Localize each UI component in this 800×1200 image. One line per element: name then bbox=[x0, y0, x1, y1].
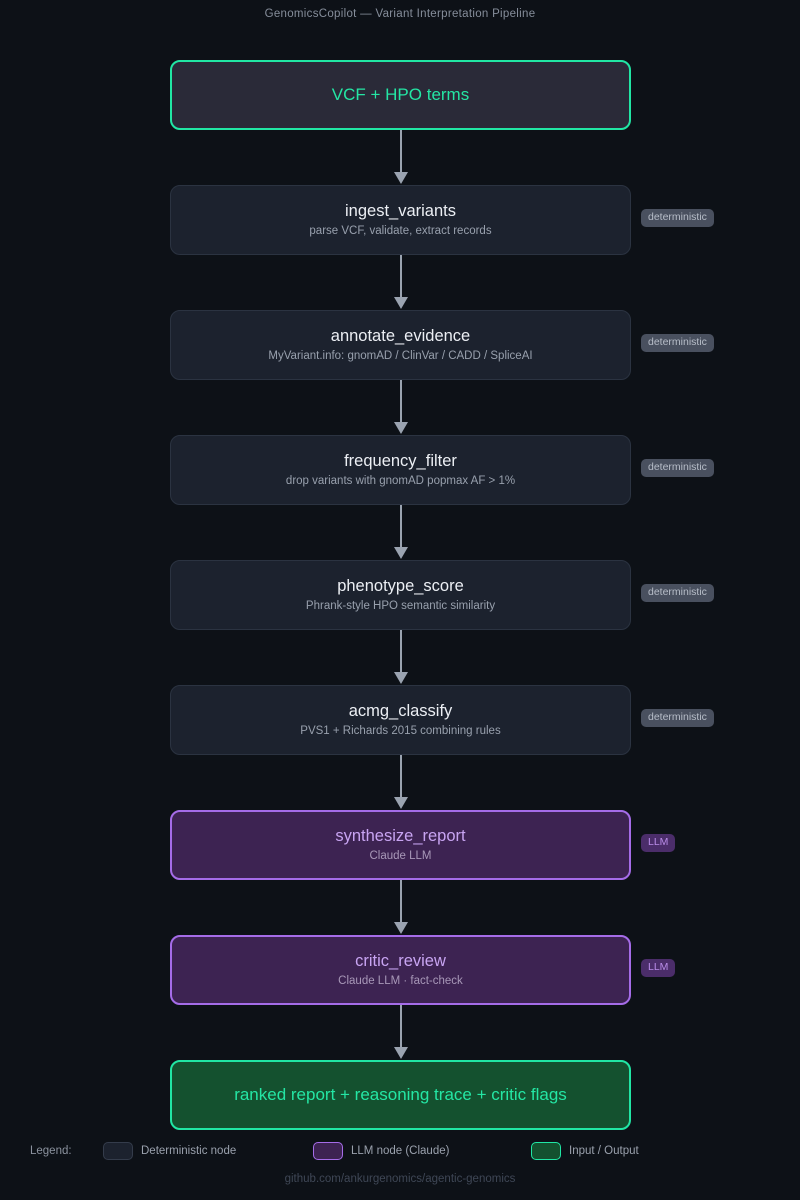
connector-line bbox=[400, 755, 402, 799]
pipeline-step-input: VCF + HPO terms bbox=[170, 60, 631, 130]
node-subtitle: MyVariant.info: gnomAD / ClinVar / CADD … bbox=[268, 350, 533, 363]
node-subtitle: Claude LLM bbox=[369, 850, 432, 863]
node-subtitle: Claude LLM · fact-check bbox=[338, 975, 463, 988]
flow-connector-arrow bbox=[170, 380, 631, 435]
footer-repo-link: github.com/ankurgenomics/agentic-genomic… bbox=[284, 1173, 516, 1185]
node-title: frequency_filter bbox=[344, 452, 457, 471]
connector-line bbox=[400, 130, 402, 174]
legend-item-label: Deterministic node bbox=[141, 1145, 237, 1157]
node-title: VCF + HPO terms bbox=[331, 84, 470, 104]
node-title: critic_review bbox=[355, 952, 446, 971]
arrowhead-icon bbox=[394, 672, 408, 684]
node-subtitle: Phrank-style HPO semantic similarity bbox=[305, 600, 496, 613]
node-title: annotate_evidence bbox=[330, 327, 471, 346]
connector-line bbox=[400, 1005, 402, 1049]
node-badge-acmg_classify: deterministic bbox=[641, 709, 714, 727]
flow-connector-arrow bbox=[170, 1005, 631, 1060]
node-subtitle: parse VCF, validate, extract records bbox=[309, 225, 492, 238]
node-title: acmg_classify bbox=[348, 702, 453, 721]
pipeline-step-output: ranked report + reasoning trace + critic… bbox=[170, 1060, 631, 1130]
page-title: GenomicsCopilot — Variant Interpretation… bbox=[264, 8, 536, 20]
connector-line bbox=[400, 255, 402, 299]
node-title: ingest_variants bbox=[345, 202, 456, 221]
legend-label: Legend: bbox=[30, 1145, 72, 1157]
legend-item-det: Deterministic node bbox=[103, 1142, 236, 1160]
node-badge-frequency_filter: deterministic bbox=[641, 459, 714, 477]
node-title: synthesize_report bbox=[335, 827, 466, 846]
node-badge-critic_review: LLM bbox=[641, 959, 676, 977]
legend-swatch-llm bbox=[313, 1142, 343, 1160]
legend-swatch-io bbox=[531, 1142, 561, 1160]
arrowhead-icon bbox=[394, 172, 408, 184]
arrowhead-icon bbox=[394, 297, 408, 309]
node-badge-annotate_evidence: deterministic bbox=[641, 334, 714, 352]
node-input[interactable]: VCF + HPO terms bbox=[170, 60, 631, 130]
node-badge-phenotype_score: deterministic bbox=[641, 584, 714, 602]
legend-item-llm: LLM node (Claude) bbox=[313, 1142, 449, 1160]
arrowhead-icon bbox=[394, 922, 408, 934]
connector-line bbox=[400, 880, 402, 924]
node-badge-synthesize_report: LLM bbox=[641, 834, 676, 852]
flow-connector-arrow bbox=[170, 880, 631, 935]
node-output[interactable]: ranked report + reasoning trace + critic… bbox=[170, 1060, 631, 1130]
legend-item-io: Input / Output bbox=[531, 1142, 639, 1160]
connector-line bbox=[400, 380, 402, 424]
connector-line bbox=[400, 630, 402, 674]
node-subtitle: PVS1 + Richards 2015 combining rules bbox=[300, 725, 501, 738]
legend-swatch-det bbox=[103, 1142, 133, 1160]
flow-connector-arrow bbox=[170, 755, 631, 810]
flow-connector-arrow bbox=[170, 630, 631, 685]
flow-connector-arrow bbox=[170, 505, 631, 560]
node-subtitle: drop variants with gnomAD popmax AF > 1% bbox=[285, 475, 516, 488]
legend-item-label: Input / Output bbox=[569, 1145, 639, 1157]
node-badge-ingest_variants: deterministic bbox=[641, 209, 714, 227]
arrowhead-icon bbox=[394, 797, 408, 809]
flow-connector-arrow bbox=[170, 255, 631, 310]
arrowhead-icon bbox=[394, 547, 408, 559]
connector-line bbox=[400, 505, 402, 549]
legend-item-label: LLM node (Claude) bbox=[351, 1145, 450, 1157]
legend: Legend: Deterministic node LLM node (Clau… bbox=[0, 1140, 800, 1164]
flow-connector-arrow bbox=[170, 130, 631, 185]
node-title: ranked report + reasoning trace + critic… bbox=[234, 1084, 567, 1104]
arrowhead-icon bbox=[394, 1047, 408, 1059]
arrowhead-icon bbox=[394, 422, 408, 434]
node-title: phenotype_score bbox=[337, 577, 464, 596]
